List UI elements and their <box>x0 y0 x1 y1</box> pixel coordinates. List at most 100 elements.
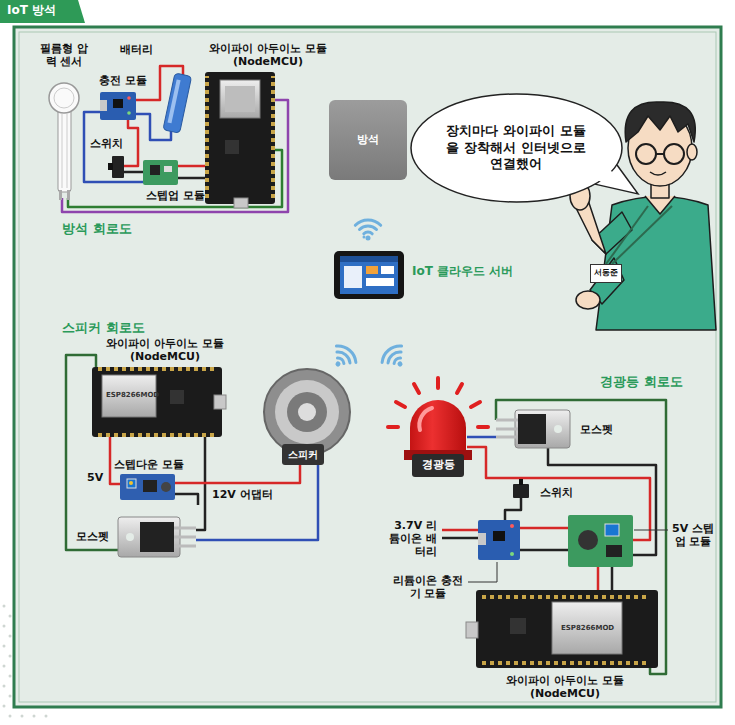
character <box>656 153 664 155</box>
speaker <box>287 392 327 432</box>
nodemcu-board <box>480 660 648 666</box>
wire <box>442 400 666 674</box>
switch <box>519 479 523 485</box>
circuit-title: 방석 회로도 <box>62 221 132 237</box>
wire <box>178 177 205 180</box>
bubble-outline <box>411 94 622 202</box>
mosfet <box>515 410 570 448</box>
part-label: 스위치 <box>540 486 573 499</box>
label-holder: 필름형 압력 센서 <box>39 42 89 68</box>
pressure-sensor <box>49 83 79 113</box>
wifi-signal <box>360 226 377 230</box>
circuit-title: 스피커 회로도 <box>62 320 145 336</box>
title-tab <box>0 0 85 23</box>
wifi-signal <box>355 220 380 225</box>
nodemcu-board <box>225 140 239 154</box>
step-up-module <box>143 160 178 185</box>
part-label: 스위치 <box>90 137 123 150</box>
wire <box>196 463 318 540</box>
wifi-signal <box>379 342 412 374</box>
pressure-sensor <box>58 100 71 192</box>
cloud-server-device <box>334 251 404 299</box>
pressure-sensor <box>54 88 74 108</box>
nodemcu-board <box>220 80 260 118</box>
step-up-module <box>150 165 160 175</box>
mosfet <box>518 414 546 444</box>
part-label: 5V 스텝업 모듈 <box>671 522 715 548</box>
name-badge: 서동준 <box>590 264 622 283</box>
panel <box>19 32 716 702</box>
label-holder: 스위치 <box>540 486 573 499</box>
nodemcu-board <box>96 366 216 372</box>
step-down-module <box>161 482 171 492</box>
nodemcu-board <box>96 432 216 438</box>
label-holder: 스텝다운 모듈 <box>114 458 184 471</box>
character <box>664 144 684 164</box>
label-holder: 스피커 회로도 <box>62 320 145 336</box>
corner-dots <box>3 625 6 628</box>
warning-light <box>388 378 488 460</box>
corner-dots <box>3 645 6 648</box>
part-label: 와이파이 아두이노 모듈 (NodeMCU) <box>80 337 250 363</box>
pressure-sensor <box>62 114 63 188</box>
wire <box>178 165 205 168</box>
nodemcu-board <box>205 72 275 204</box>
corner-dots <box>9 695 12 698</box>
beacon-tag: 경광등 <box>412 454 464 477</box>
cloud-server-device <box>340 256 398 262</box>
leader-line <box>468 562 497 582</box>
wifi-signal <box>336 342 359 362</box>
speaker <box>264 369 350 455</box>
nodemcu-board <box>270 76 276 200</box>
pressure-sensor <box>67 190 70 200</box>
step-down-module <box>127 479 136 488</box>
mosfet <box>118 517 180 557</box>
node-text: 서동준 <box>594 268 618 278</box>
label-holder: 5V 스텝업 모듈 <box>671 522 715 548</box>
warning-light <box>396 402 405 407</box>
warning-light <box>419 408 432 430</box>
wifi-signal <box>355 220 380 240</box>
label-holder: 12V 어댑터 <box>212 488 273 501</box>
corner-dots <box>9 615 12 618</box>
part-label: 스텝다운 모듈 <box>114 458 184 471</box>
nodemcu-board <box>225 86 255 112</box>
pressure-sensor <box>49 83 79 200</box>
node-text: 스피커 <box>288 448 318 461</box>
nodemcu-board <box>92 366 226 438</box>
nodemcu-board <box>510 618 526 634</box>
speaker <box>264 369 350 455</box>
nodemcu-board <box>170 390 184 404</box>
nodemcu-board <box>476 590 658 668</box>
mosfet <box>118 517 196 557</box>
part-label: 배터리 <box>120 43 153 56</box>
label-holder: 3.7V 리튬이온 배터리 <box>385 519 437 559</box>
switch <box>513 479 529 498</box>
part-label: 충전 모듈 <box>99 74 147 87</box>
chip-marking: ESP8266MOD <box>106 391 159 399</box>
warning-light <box>471 402 480 407</box>
wifi-signal <box>327 342 412 374</box>
node-text: 경광등 <box>422 458 455 472</box>
part-label: 모스펫 <box>580 423 613 436</box>
wifi-signal <box>334 360 341 367</box>
switch <box>108 156 124 178</box>
step-up-module <box>606 545 622 557</box>
panel <box>14 27 721 707</box>
label-holder: 모스펫 <box>76 530 109 543</box>
speech-bubble: 장치마다 와이파이 모듈을 장착해서 인터넷으로 연결했어 <box>409 92 624 204</box>
corner-dots <box>3 665 6 668</box>
wifi-signal <box>396 360 403 367</box>
wifi-signal <box>364 232 372 234</box>
battery <box>168 79 181 123</box>
corner-dots <box>21 715 24 718</box>
wire <box>442 537 478 540</box>
wifi-signal <box>379 342 402 362</box>
mosfet <box>140 522 174 552</box>
part-label: 리튬이온 충전기 모듈 <box>392 574 464 600</box>
cloud-server-device <box>381 266 394 274</box>
step-down-module <box>129 481 133 485</box>
nodemcu-board <box>466 590 658 668</box>
circuit-title: 경광등 회로도 <box>600 374 683 390</box>
